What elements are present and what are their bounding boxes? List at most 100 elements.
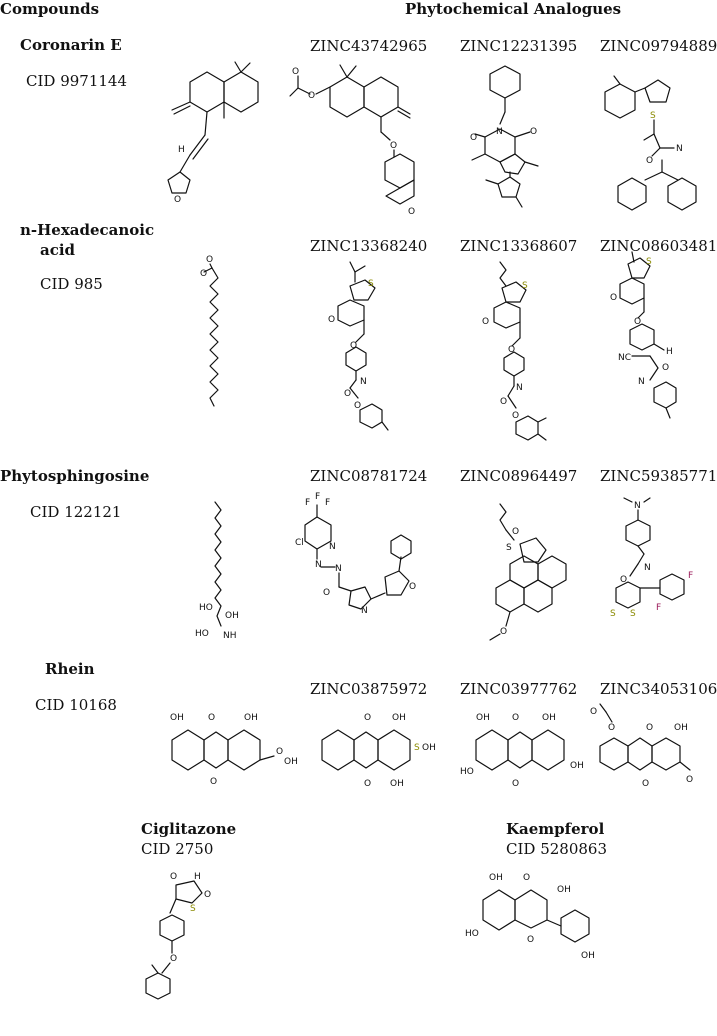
svg-text:O: O — [527, 935, 534, 945]
svg-text:O: O — [634, 317, 641, 327]
compound-cid: CID 2750 — [141, 840, 214, 858]
zinc-id: ZINC13368607 — [460, 237, 578, 255]
svg-text:O: O — [662, 363, 669, 373]
compound-name-rhein: Rhein — [45, 660, 95, 678]
zinc-id: ZINC09794889 — [600, 37, 717, 55]
svg-text:N: N — [335, 564, 342, 574]
svg-text:O: O — [174, 195, 181, 205]
svg-text:HO: HO — [195, 629, 209, 639]
svg-text:OH: OH — [542, 713, 556, 723]
structure-zinc08603481: S O O H NC O N — [610, 251, 677, 419]
svg-text:OH: OH — [390, 779, 404, 789]
svg-text:NC: NC — [618, 353, 631, 363]
structure-zinc09794889: S ON — [604, 75, 697, 211]
svg-text:N: N — [516, 383, 523, 393]
svg-text:NH: NH — [223, 631, 237, 641]
compound-name-coronarin-e: Coronarin E — [20, 36, 122, 54]
svg-text:S: S — [610, 609, 616, 619]
svg-text:O: O — [208, 713, 215, 723]
svg-text:O: O — [512, 527, 519, 537]
svg-text:S: S — [368, 279, 374, 289]
svg-text:O: O — [170, 872, 177, 882]
svg-text:O: O — [470, 133, 477, 143]
svg-text:OH: OH — [225, 611, 239, 621]
structure-hexadecanoic-acid: O O — [200, 255, 219, 407]
svg-text:OH: OH — [170, 713, 184, 723]
analogues-header: Phytochemical Analogues — [405, 0, 622, 18]
svg-text:O: O — [344, 389, 351, 399]
svg-text:O: O — [642, 779, 649, 789]
zinc-id: ZINC08781724 — [310, 467, 428, 485]
svg-text:F: F — [688, 571, 693, 581]
svg-text:O: O — [364, 713, 371, 723]
svg-text:O: O — [500, 397, 507, 407]
svg-text:O: O — [206, 255, 213, 265]
svg-text:S: S — [522, 281, 528, 291]
compound-name-phytosphingosine: Phytosphingosine — [0, 467, 150, 485]
zinc-id: ZINC12231395 — [460, 37, 578, 55]
svg-text:O: O — [646, 723, 653, 733]
structure-zinc13368240: S O O N O O — [328, 261, 389, 431]
compounds-header: Compounds — [0, 0, 100, 18]
svg-text:H: H — [178, 145, 185, 155]
zinc-id: ZINC03977762 — [460, 680, 578, 698]
svg-text:F: F — [656, 603, 661, 613]
svg-text:O: O — [200, 269, 207, 279]
structure-phytosphingosine: HO OH HO NH — [195, 501, 239, 641]
svg-text:Cl: Cl — [295, 538, 304, 548]
svg-text:O: O — [308, 91, 315, 101]
svg-text:O: O — [409, 582, 416, 592]
svg-text:O: O — [530, 127, 537, 137]
svg-text:F: F — [325, 498, 330, 508]
svg-text:S: S — [646, 257, 652, 267]
svg-text:O: O — [408, 207, 415, 217]
svg-text:F: F — [315, 492, 320, 502]
svg-text:N: N — [329, 542, 336, 552]
svg-text:OH: OH — [581, 951, 595, 961]
svg-text:HO: HO — [199, 603, 213, 613]
zinc-id: ZINC13368240 — [310, 237, 428, 255]
zinc-id: ZINC08964497 — [460, 467, 578, 485]
svg-text:O: O — [328, 315, 335, 325]
svg-text:OH: OH — [489, 873, 503, 883]
svg-text:O: O — [390, 141, 397, 151]
svg-text:N: N — [644, 563, 651, 573]
svg-text:HO: HO — [465, 929, 479, 939]
svg-text:O: O — [608, 723, 615, 733]
svg-text:O: O — [170, 954, 177, 964]
svg-text:N: N — [361, 606, 368, 616]
svg-text:S: S — [630, 609, 636, 619]
svg-text:OH: OH — [422, 743, 436, 753]
svg-text:O: O — [323, 588, 330, 598]
svg-text:O: O — [686, 775, 693, 785]
zinc-id: ZINC08603481 — [600, 237, 717, 255]
svg-text:N: N — [360, 377, 367, 387]
zinc-id: ZINC43742965 — [310, 37, 428, 55]
compound-name-kaempferol: Kaempferol — [506, 820, 605, 838]
svg-text:O: O — [364, 779, 371, 789]
svg-text:O: O — [276, 747, 283, 757]
svg-text:N: N — [315, 560, 322, 570]
svg-text:O: O — [204, 890, 211, 900]
svg-text:O: O — [350, 341, 357, 351]
svg-text:O: O — [354, 401, 361, 411]
svg-text:S: S — [650, 111, 656, 121]
structure-zinc43742965: O O O O — [289, 64, 415, 217]
svg-text:N: N — [496, 127, 503, 137]
svg-text:O: O — [512, 779, 519, 789]
svg-text:O: O — [482, 317, 489, 327]
compound-name-hexadecanoic-acid: n-Hexadecanoic — [20, 221, 155, 239]
svg-text:F: F — [305, 498, 310, 508]
compound-cid: CID 9971144 — [26, 72, 128, 90]
svg-text:O: O — [508, 345, 515, 355]
zinc-id: ZINC03875972 — [310, 680, 428, 698]
svg-text:O: O — [590, 707, 597, 717]
structure-zinc08964497: O S O — [489, 503, 567, 641]
svg-text:S: S — [190, 904, 196, 914]
